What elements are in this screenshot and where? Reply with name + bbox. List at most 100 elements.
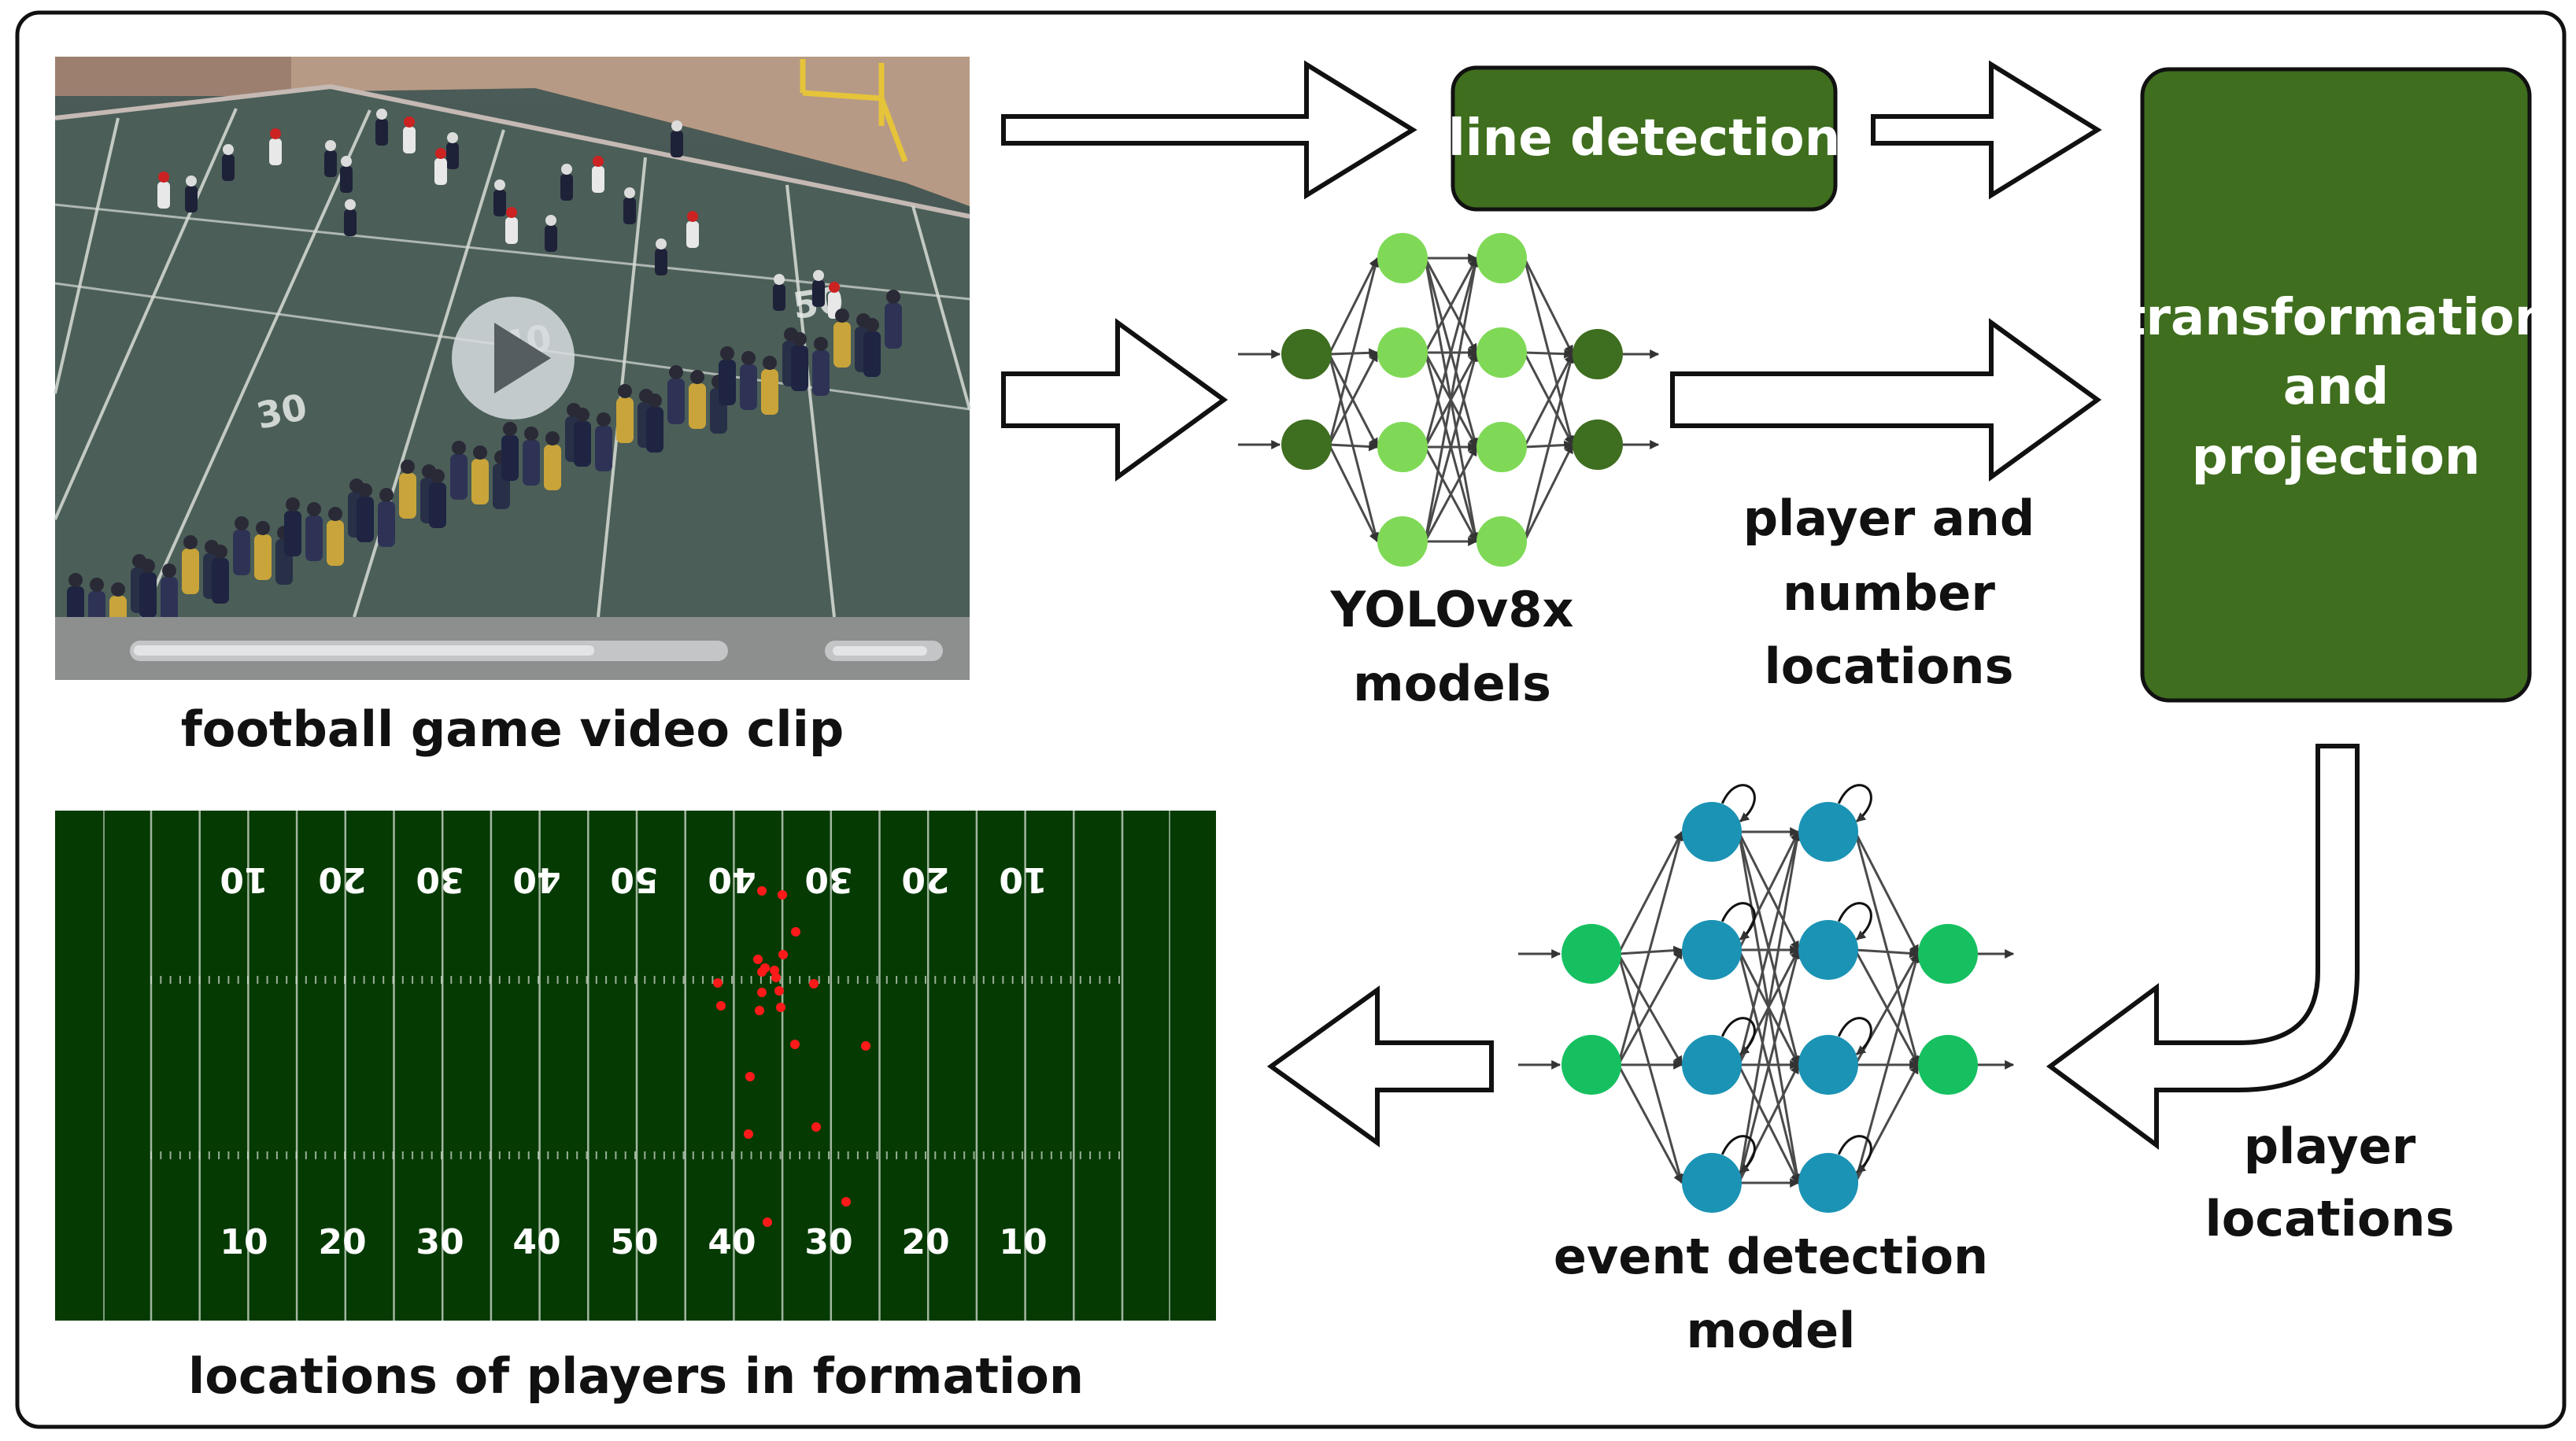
video-players: [157, 109, 841, 319]
player-dot: [809, 979, 819, 988]
network-edge: [1523, 257, 1574, 356]
network-node: [1682, 1035, 1742, 1095]
video-player-figure: [505, 217, 518, 244]
field-number-bottom: 50: [610, 1222, 658, 1262]
player-dot: [757, 967, 767, 977]
video-player-figure: [592, 166, 604, 193]
video-player-figure: [686, 221, 699, 248]
player-dot: [778, 890, 787, 900]
video-crowd-figure: [161, 577, 178, 623]
transformation-label-line3: projection: [2192, 428, 2481, 486]
field-number-top: 40: [512, 859, 560, 900]
arrow-to-formation: [1266, 985, 1494, 1147]
video-clip[interactable]: 30 40 50: [54, 57, 971, 680]
video-player-helmet: [186, 176, 197, 187]
network-node: [1798, 1153, 1858, 1213]
network-edge: [1617, 948, 1683, 1066]
field-number-bottom: 40: [512, 1222, 560, 1262]
field-number-top: 50: [610, 859, 658, 900]
event-label-line1: event detection: [1554, 1228, 1988, 1285]
event-label-line2: model: [1687, 1302, 1856, 1359]
network-node: [1476, 422, 1527, 472]
video-crowd-head: [763, 356, 777, 370]
video-crowd-head: [141, 559, 155, 573]
play-button[interactable]: [452, 297, 575, 419]
video-stands: [55, 57, 291, 96]
field-number-top: 30: [416, 859, 464, 900]
video-crowd-head: [669, 365, 683, 379]
video-volume-fill: [833, 646, 927, 656]
network-edge: [1424, 257, 1479, 448]
video-crowd-head: [597, 412, 611, 427]
video-player-figure: [157, 182, 170, 209]
network-node: [1573, 329, 1623, 379]
event-detection-network: [1518, 784, 2015, 1213]
video-crowd-figure: [378, 501, 395, 547]
video-crowd-figure: [450, 454, 468, 500]
video-player-figure: [185, 186, 198, 212]
video-crowd-head: [545, 431, 560, 445]
yolo-label-line2: models: [1353, 655, 1551, 712]
video-crowd-head: [690, 370, 704, 384]
network-edge: [1853, 952, 1920, 1184]
video-crowd-figure: [667, 379, 685, 424]
network-node: [1798, 920, 1858, 980]
video-crowd-head: [379, 488, 394, 502]
player-dot: [753, 955, 763, 964]
video-player-helmet: [325, 140, 336, 151]
video-player-figure: [623, 198, 636, 224]
video-player-helmet: [593, 156, 604, 167]
video-background: [55, 57, 970, 206]
video-crowd-head: [503, 422, 517, 436]
player-dot: [776, 1003, 785, 1012]
network-edge: [1328, 257, 1379, 355]
player-dot: [771, 973, 781, 982]
network-node: [1682, 920, 1742, 980]
network-edge: [1424, 257, 1478, 353]
player-dot: [861, 1041, 870, 1051]
video-player-figure: [375, 119, 388, 146]
video-crowd-head: [90, 578, 104, 592]
recurrent-loop: [1720, 784, 1756, 822]
recurrent-loop: [1837, 1135, 1872, 1173]
video-crowd-figure: [574, 421, 591, 467]
video-crowd-figure: [501, 435, 519, 481]
video-player-helmet: [545, 215, 556, 226]
network-node: [1476, 327, 1527, 378]
video-player-helmet: [376, 109, 387, 120]
video-player-figure: [493, 190, 506, 216]
yolo-network: [1238, 233, 1660, 567]
player-dot: [713, 978, 723, 988]
video-sideline: [54, 83, 970, 219]
field-number-bottom: 10: [220, 1222, 268, 1262]
network-nodes: [1281, 233, 1623, 567]
video-crowd-figure: [305, 515, 323, 561]
video-player-helmet: [624, 187, 635, 198]
arrow-to-event-model: [2046, 744, 2360, 1150]
play-icon: [494, 323, 551, 394]
video-crowd-figure: [471, 459, 489, 504]
video-crowd-head: [452, 441, 466, 455]
field-number-top: 20: [318, 859, 366, 900]
video-player-figure: [340, 166, 353, 193]
video-crowd-head: [358, 483, 372, 497]
transformation-box: transformation and projection: [2122, 67, 2550, 703]
goalpost: [800, 59, 908, 163]
video-crowd-head: [575, 408, 589, 422]
network-node: [1281, 419, 1332, 470]
video-player-helmet: [447, 132, 458, 143]
video-yard-number: 30: [253, 386, 311, 438]
video-caption: football game video clip: [181, 700, 844, 758]
video-player-helmet: [345, 199, 356, 210]
player-dot: [763, 1217, 772, 1227]
arrow-to-line-detection: [1001, 60, 1417, 200]
video-player-helmet: [671, 120, 682, 131]
player-dot: [745, 1072, 755, 1081]
network-edges: [1518, 827, 2015, 1188]
player-dot: [757, 988, 767, 997]
video-crowd-head: [618, 384, 632, 398]
video-crowd-figure: [544, 445, 561, 490]
network-node: [1682, 802, 1742, 862]
network-edge: [1328, 257, 1380, 445]
